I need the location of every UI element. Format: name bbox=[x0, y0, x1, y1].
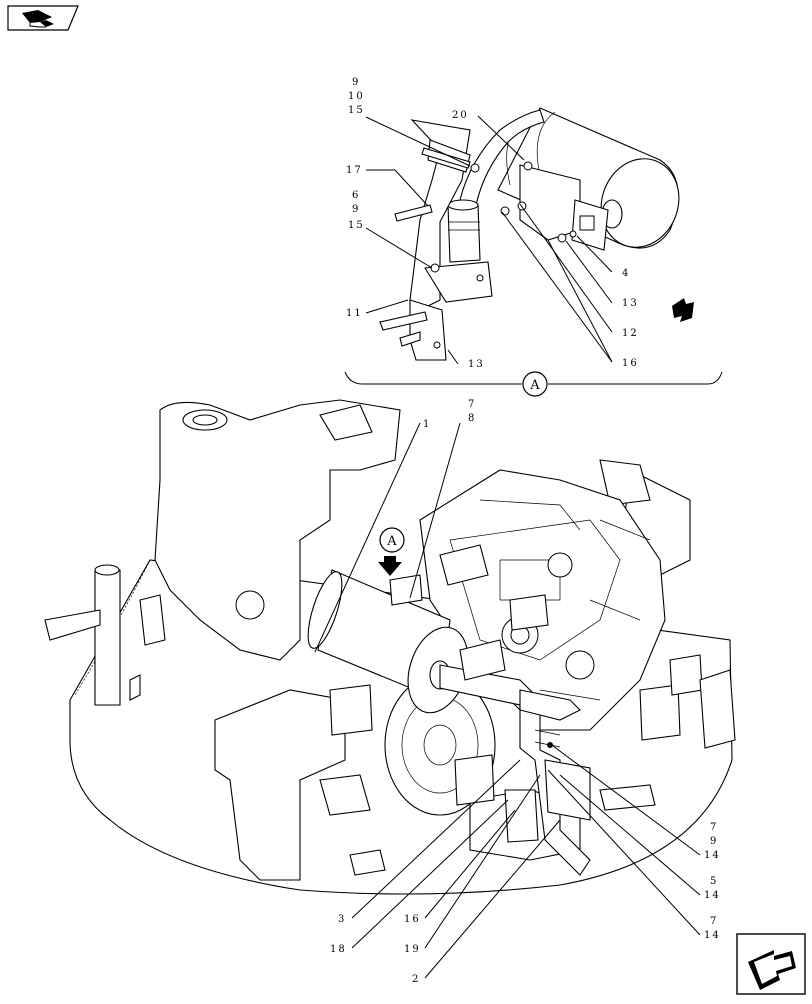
svg-text:17: 17 bbox=[346, 165, 363, 176]
svg-text:10: 10 bbox=[348, 91, 365, 102]
svg-text:14: 14 bbox=[704, 890, 721, 901]
callout-detail-7: 4 bbox=[622, 268, 630, 279]
svg-text:13: 13 bbox=[468, 359, 485, 370]
detail-a-marker: A bbox=[522, 371, 548, 397]
svg-text:20: 20 bbox=[452, 110, 469, 121]
callout-main-1: 1 bbox=[423, 419, 431, 430]
callout-detail-10: 16 bbox=[622, 358, 639, 369]
callout-detail-6: 20 bbox=[452, 110, 469, 121]
direction-arrow-icon bbox=[672, 298, 694, 322]
svg-text:9: 9 bbox=[710, 836, 718, 847]
svg-text:15: 15 bbox=[348, 220, 365, 231]
callout-detail-3: 6 9 15 bbox=[348, 190, 365, 231]
callout-main-5: 7 14 bbox=[704, 916, 721, 941]
svg-text:19: 19 bbox=[404, 944, 421, 955]
callout-main-8: 18 bbox=[330, 944, 347, 955]
svg-text:2: 2 bbox=[412, 974, 420, 985]
svg-text:14: 14 bbox=[704, 850, 721, 861]
callout-main-2: 7 8 bbox=[468, 399, 476, 424]
callout-main-4: 5 14 bbox=[704, 876, 721, 901]
book-navigation-icon[interactable] bbox=[7, 5, 79, 31]
detail-a-bracket bbox=[344, 371, 723, 385]
callout-detail-8: 13 bbox=[622, 298, 639, 309]
main-leader-lines bbox=[314, 422, 701, 979]
svg-text:14: 14 bbox=[704, 930, 721, 941]
svg-text:8: 8 bbox=[468, 413, 476, 424]
svg-text:16: 16 bbox=[404, 914, 421, 925]
svg-text:7: 7 bbox=[468, 399, 476, 410]
callout-detail-1: 9 10 15 bbox=[348, 77, 365, 116]
svg-text:18: 18 bbox=[330, 944, 347, 955]
svg-text:1: 1 bbox=[423, 419, 431, 430]
svg-text:5: 5 bbox=[710, 876, 718, 887]
muffler-assembly bbox=[307, 569, 591, 876]
svg-text:12: 12 bbox=[622, 328, 639, 339]
svg-text:13: 13 bbox=[622, 298, 639, 309]
svg-text:9: 9 bbox=[352, 77, 360, 88]
svg-text:7: 7 bbox=[710, 916, 718, 927]
svg-text:9: 9 bbox=[352, 204, 360, 215]
svg-text:3: 3 bbox=[338, 914, 346, 925]
callout-detail-2: 17 bbox=[346, 165, 363, 176]
next-page-arrow-icon[interactable] bbox=[736, 933, 806, 995]
svg-text:4: 4 bbox=[622, 268, 630, 279]
svg-text:6: 6 bbox=[352, 190, 360, 201]
callout-main-3: 7 9 14 bbox=[704, 822, 721, 861]
svg-text:A: A bbox=[386, 534, 397, 549]
callout-main-6: 3 bbox=[338, 914, 346, 925]
callout-main-9: 19 bbox=[404, 944, 421, 955]
svg-text:7: 7 bbox=[710, 822, 718, 833]
callout-main-7: 16 bbox=[404, 914, 421, 925]
svg-text:A: A bbox=[529, 378, 540, 393]
detail-leader-lines bbox=[365, 115, 613, 365]
svg-text:11: 11 bbox=[346, 308, 363, 319]
callout-main-10: 2 bbox=[412, 974, 420, 985]
view-a-marker: A bbox=[378, 527, 405, 576]
svg-text:15: 15 bbox=[348, 105, 365, 116]
detail-a-view bbox=[379, 107, 680, 361]
svg-text:16: 16 bbox=[622, 358, 639, 369]
callout-detail-5: 13 bbox=[468, 359, 485, 370]
callout-detail-4: 11 bbox=[346, 308, 363, 319]
callout-detail-9: 12 bbox=[622, 328, 639, 339]
